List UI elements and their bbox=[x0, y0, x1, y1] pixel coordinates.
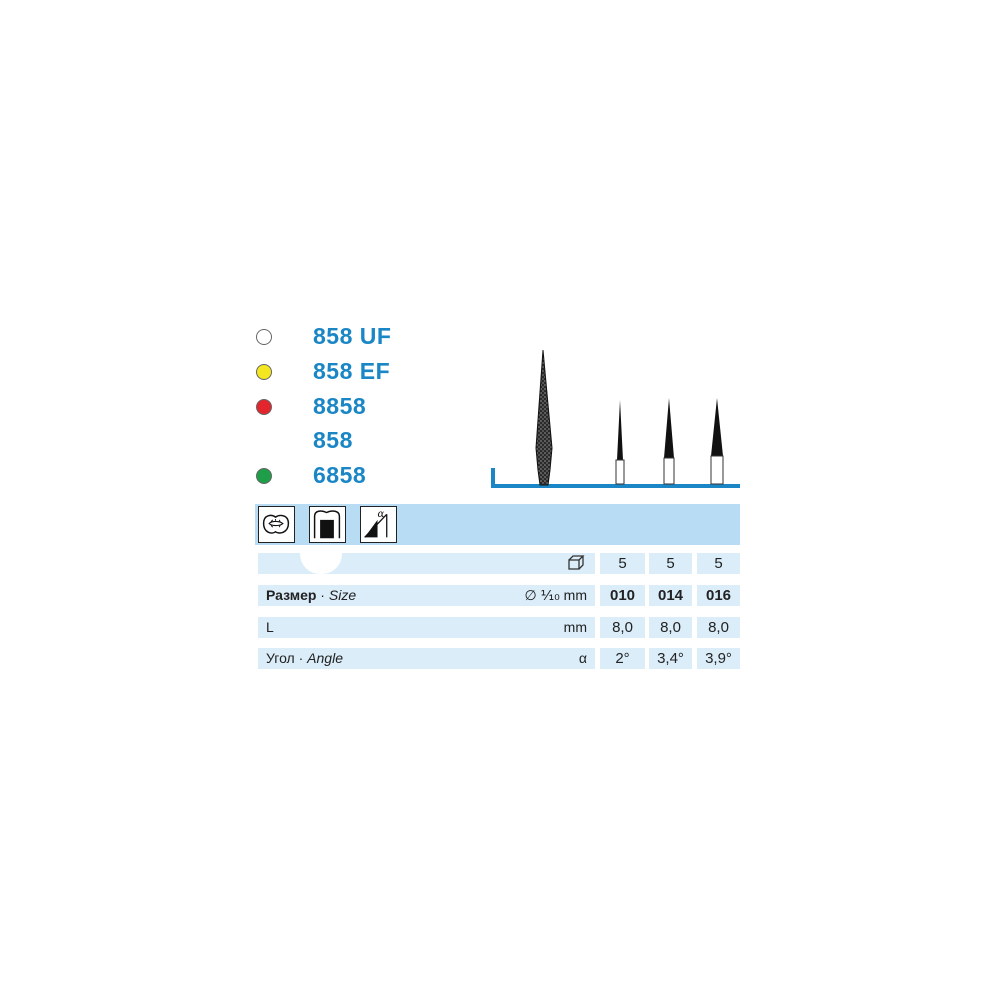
variant-6858: 6858 bbox=[256, 462, 456, 492]
variant-code: 6858 bbox=[313, 462, 367, 488]
package-row-label bbox=[258, 553, 595, 574]
variant-858: 858 bbox=[256, 427, 456, 457]
grit-white-dot-icon bbox=[256, 329, 272, 345]
size-value-1: 010 bbox=[600, 585, 645, 606]
bur-014-icon bbox=[663, 398, 675, 485]
length-value-1: 8,0 bbox=[600, 617, 645, 638]
angle-value-3: 3,9° bbox=[697, 648, 740, 669]
package-qty-1: 5 bbox=[600, 553, 645, 574]
variant-code: 858 UF bbox=[313, 323, 392, 349]
size-row-label: Размер · Size ∅ ⅒ mm bbox=[258, 585, 595, 606]
package-box-icon bbox=[567, 553, 587, 577]
variant-858ef: 858 EF bbox=[256, 358, 456, 388]
svg-text:α: α bbox=[378, 509, 385, 520]
grit-yellow-dot-icon bbox=[256, 364, 272, 380]
bur-010-icon bbox=[615, 400, 625, 485]
length-unit: mm bbox=[563, 619, 587, 635]
length-value-3: 8,0 bbox=[697, 617, 740, 638]
package-qty-3: 5 bbox=[697, 553, 740, 574]
variant-858uf: 858 UF bbox=[256, 323, 456, 353]
length-value-2: 8,0 bbox=[649, 617, 692, 638]
angle-value-2: 3,4° bbox=[649, 648, 692, 669]
decorative-notch bbox=[300, 553, 342, 574]
bur-016-icon bbox=[710, 398, 724, 485]
grit-red-dot-icon bbox=[256, 399, 272, 415]
size-value-2: 014 bbox=[649, 585, 692, 606]
variant-8858: 8858 bbox=[256, 393, 456, 423]
crown-preparation-icon bbox=[309, 506, 346, 543]
length-row-label: L mm bbox=[258, 617, 595, 638]
grit-green-dot-icon bbox=[256, 468, 272, 484]
bur-illustration bbox=[491, 349, 740, 488]
large-bur-icon bbox=[535, 349, 553, 486]
angle-row-label: Угол · Angle α bbox=[258, 648, 595, 669]
application-icon-bar: α bbox=[255, 504, 740, 545]
size-unit: ∅ ⅒ mm bbox=[524, 587, 587, 603]
angle-alpha-icon: α bbox=[360, 506, 397, 543]
angle-unit: α bbox=[578, 650, 587, 666]
package-qty-2: 5 bbox=[649, 553, 692, 574]
size-value-3: 016 bbox=[697, 585, 740, 606]
variant-code: 8858 bbox=[313, 393, 367, 419]
angle-value-1: 2° bbox=[600, 648, 645, 669]
scale-baseline bbox=[491, 468, 740, 488]
variant-code: 858 bbox=[313, 427, 353, 453]
variant-code: 858 EF bbox=[313, 358, 391, 384]
occlusal-surface-icon bbox=[258, 506, 295, 543]
